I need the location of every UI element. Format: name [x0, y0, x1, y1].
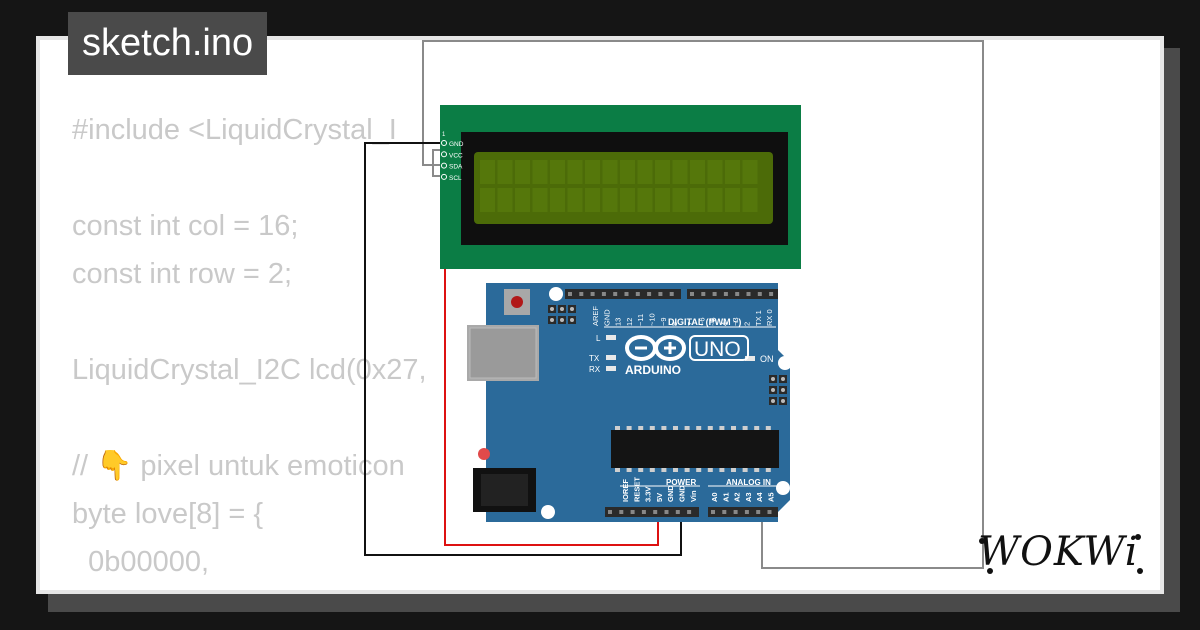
atmega-chip	[611, 430, 779, 468]
power-label: POWER	[666, 478, 696, 487]
power-pin-label: RESET	[632, 477, 641, 502]
mounting-hole	[541, 505, 555, 519]
digital-pin-label: RX 0	[765, 309, 774, 326]
icsp-header-right	[769, 375, 787, 405]
code-line: // 👇 pixel untuk emoticon	[72, 450, 405, 482]
led-l	[606, 335, 616, 340]
mounting-hole	[549, 287, 563, 301]
led-l-label: L	[596, 334, 601, 343]
led-tx-label: TX	[589, 354, 600, 363]
power-pin-label: GND	[678, 485, 687, 502]
digital-label: DIGITAL (PWM ~)	[668, 317, 741, 327]
icsp-header	[548, 305, 576, 324]
uno-label: UNO	[694, 338, 741, 361]
lcd-pin-label: VCC	[449, 152, 463, 159]
digital-pin-label: 8	[670, 322, 679, 326]
lcd-module[interactable]: 1 GND VCC SDA SCL	[440, 105, 801, 269]
pushpin-marker	[478, 448, 490, 460]
led-on	[745, 356, 755, 361]
black-wire-gnd	[364, 142, 682, 556]
code-line: #include <LiquidCrystal_I	[72, 114, 397, 146]
wokwi-logo: WOKWi	[978, 529, 1143, 575]
reset-button-cap[interactable]	[511, 296, 523, 308]
sketch-title: sketch.ino	[68, 12, 268, 75]
analog-header	[708, 507, 778, 517]
led-on-label: ON	[760, 354, 774, 364]
analog-pin-label: A2	[733, 492, 742, 502]
digital-pin-label: ~9	[659, 317, 668, 326]
lcd-pin-label: SDA	[449, 164, 463, 171]
analog-pin-label: A1	[721, 492, 730, 502]
analog-pin-label: A0	[710, 492, 719, 502]
digital-header-right	[687, 289, 778, 299]
arduino-infinity-logo	[625, 335, 686, 361]
digital-pin-label: ~3	[731, 317, 740, 326]
lcd-pin-label: SCL	[449, 175, 462, 182]
digital-pin-label: 12	[625, 318, 634, 326]
led-rx	[606, 366, 616, 371]
lcd-character-cells	[480, 160, 758, 212]
digital-pin-label: ~5	[709, 317, 718, 326]
uno-badge	[689, 335, 749, 361]
digital-pin-label: 2	[743, 322, 752, 326]
digital-pin-label: TX 1	[754, 310, 763, 326]
gray-wire-scl	[432, 149, 441, 177]
lcd-pin-index: 1	[442, 132, 446, 138]
mounting-hole	[776, 481, 790, 495]
power-pin-label: IOREF	[621, 479, 630, 502]
digital-pin-label: ~11	[636, 314, 645, 326]
digital-pin-label: AREF	[591, 306, 600, 326]
analog-pin-label: A4	[755, 492, 764, 502]
power-header	[605, 507, 699, 517]
lcd-pin-header: GND VCC SDA SCL	[441, 140, 464, 182]
digital-pin-label: GND	[602, 309, 611, 326]
code-line: byte love[8] = {	[72, 498, 264, 530]
code-line: const int row = 2;	[72, 258, 293, 290]
analog-pin-label: A5	[767, 492, 776, 502]
mounting-hole	[778, 356, 792, 370]
led-rx-label: RX	[589, 365, 601, 374]
digital-pin-label: 13	[614, 318, 623, 326]
power-pin-label: GND	[666, 485, 675, 502]
digital-pin-label: ~6	[697, 317, 706, 326]
power-pin-label: 5V	[655, 493, 664, 502]
red-wire-vcc	[444, 154, 659, 546]
digital-header-left	[565, 289, 681, 299]
power-pin-label: Vin	[689, 490, 698, 502]
arduino-brand: ARDUINO	[625, 363, 681, 377]
power-pin-label: 3.3V	[644, 487, 653, 502]
led-tx	[606, 355, 616, 360]
digital-pin-label: ~10	[648, 313, 657, 326]
gray-wire-sda	[422, 40, 984, 569]
analog-pin-label: A3	[744, 492, 753, 502]
digital-pin-label: 7	[686, 322, 695, 326]
digital-pin-label: 4	[720, 322, 729, 326]
code-line: LiquidCrystal_I2C lcd(0x27,	[72, 354, 427, 386]
lcd-pin-label: GND	[449, 141, 464, 148]
code-line: const int col = 16;	[72, 210, 299, 242]
code-line: 0b00000,	[72, 546, 210, 578]
svg-text:WOKWi: WOKWi	[978, 529, 1139, 575]
analog-label: ANALOG IN	[726, 478, 771, 487]
